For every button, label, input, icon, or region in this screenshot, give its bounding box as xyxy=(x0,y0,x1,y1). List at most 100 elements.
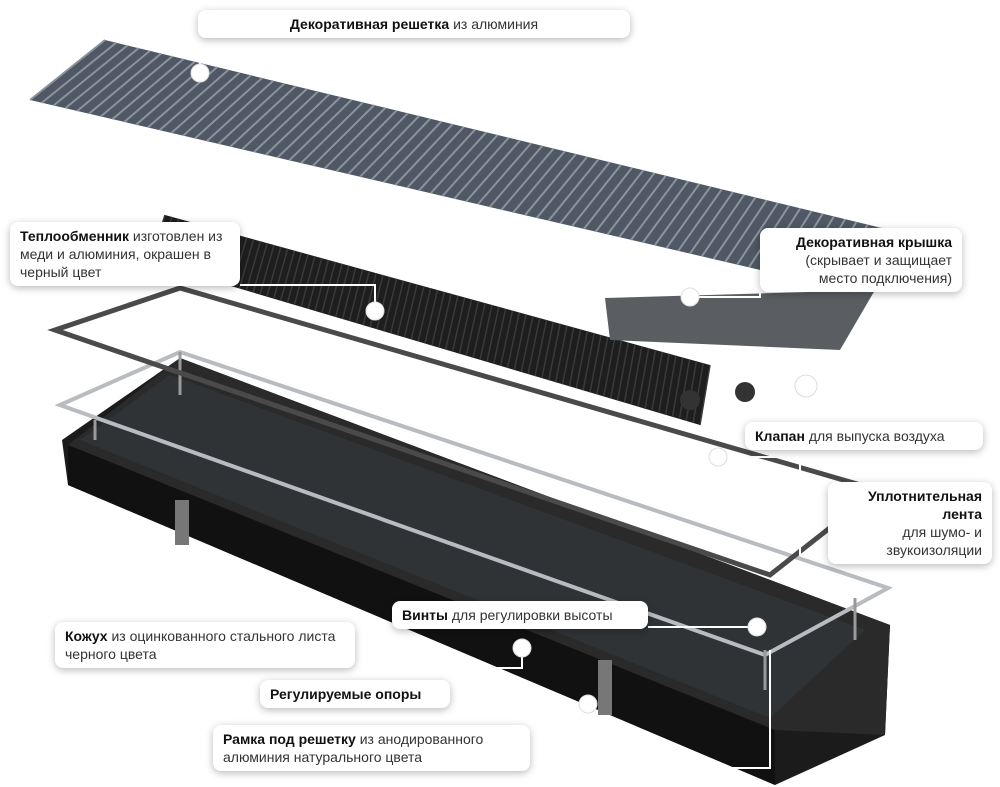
exchanger-fin xyxy=(561,327,575,385)
label-text: из анодированного алюминия натурального … xyxy=(223,731,484,765)
grille-slat xyxy=(182,74,252,137)
aluminium-frame xyxy=(54,349,893,658)
grille-slat xyxy=(689,191,734,255)
grille-slat xyxy=(571,164,622,227)
label-supports: Регулируемые опоры xyxy=(260,680,450,708)
exchanger-fin xyxy=(307,257,323,310)
exchanger-fin xyxy=(417,287,432,342)
label-text: из оцинкованного стального листа черного… xyxy=(65,628,336,662)
grille-slat xyxy=(29,39,106,101)
exchanger-fin xyxy=(513,314,527,371)
grille-slat xyxy=(371,118,431,181)
grille-slat xyxy=(158,69,230,131)
exchanger-fin xyxy=(451,297,466,352)
exchanger-fin xyxy=(376,276,391,330)
grille-slat xyxy=(394,123,454,186)
exchanger-fin xyxy=(541,321,555,379)
grille-slat xyxy=(465,139,521,203)
grille-slat xyxy=(323,107,387,170)
exchanger-fin xyxy=(444,295,459,350)
grille-slat xyxy=(406,126,465,189)
grille-slat xyxy=(382,120,443,183)
grille-slat xyxy=(653,183,701,246)
grille-slat xyxy=(429,131,488,194)
label-title: Клапан xyxy=(755,428,805,444)
grille-slat xyxy=(559,161,611,225)
exchanger-fin xyxy=(554,325,568,383)
grille-slat xyxy=(88,52,162,115)
grille-slat xyxy=(276,96,342,159)
exchanger-fin xyxy=(266,246,282,297)
grille-slat xyxy=(618,175,667,238)
label-valve: Клапан для выпуска воздуха xyxy=(745,422,983,450)
label-title: Рамка под решетку xyxy=(223,731,356,747)
grille-slat xyxy=(253,90,319,153)
grille-slat xyxy=(52,44,129,107)
exchanger-fin xyxy=(410,286,425,340)
grille-slat xyxy=(700,194,746,257)
exchanger-fin xyxy=(658,353,670,413)
grille-slat xyxy=(583,166,633,230)
label-title: Винты xyxy=(402,607,448,623)
label-text: изготовлен из меди и алюминия, окрашен в… xyxy=(20,228,223,280)
exchanger-fin xyxy=(279,250,296,301)
grille-slat xyxy=(724,199,768,263)
exchanger-fin xyxy=(644,349,657,409)
leader-lines xyxy=(199,34,856,769)
grille-slat xyxy=(630,177,678,241)
grille-slat xyxy=(265,93,330,156)
grille-slat xyxy=(736,202,779,266)
grille-slat xyxy=(359,115,420,178)
exchanger-fin xyxy=(334,265,350,318)
grille-slat xyxy=(241,88,308,151)
supports xyxy=(175,500,612,715)
exchanger-fin xyxy=(534,319,548,377)
grille-slat xyxy=(418,128,476,192)
grille-slat xyxy=(512,150,566,214)
exchanger-fin xyxy=(328,263,343,316)
exchanger-fin xyxy=(520,316,534,373)
exchanger-fin xyxy=(692,363,704,424)
grille-slat xyxy=(677,188,723,252)
label-casing: Кожух из оцинкованного стального листа ч… xyxy=(55,622,355,668)
grille-slat xyxy=(300,101,364,164)
grille-slat xyxy=(642,180,689,244)
exchanger-fin xyxy=(259,244,275,295)
exchanger-fin xyxy=(286,252,302,303)
exchanger-fin xyxy=(355,271,371,324)
exchanger-fin xyxy=(348,269,364,322)
exchanger-fin xyxy=(596,336,609,395)
grille-slat xyxy=(547,158,600,222)
label-frame: Рамка под решетку из анодированного алюм… xyxy=(213,725,530,771)
exchanger-fin xyxy=(575,331,589,389)
label-cover: Декоративная крышка(скрывает и защищает … xyxy=(760,228,962,292)
exchanger-fin xyxy=(458,299,473,354)
exchanger-fin xyxy=(671,357,684,417)
exchanger-fin xyxy=(293,254,309,305)
exchanger-fin xyxy=(479,304,493,360)
exchanger-fin xyxy=(603,338,616,397)
grille-slat xyxy=(536,156,588,219)
exchanger-fin xyxy=(486,306,500,362)
exchanger-fin xyxy=(499,310,514,367)
exchanger-fin xyxy=(431,291,446,346)
grille-slat xyxy=(500,147,555,211)
marker-dots xyxy=(190,63,818,714)
exchanger-fin xyxy=(245,241,262,291)
exchanger-fin xyxy=(699,364,711,426)
grille-slat xyxy=(123,60,196,123)
label-title: Декоративная решетка xyxy=(289,16,450,32)
exchanger-fin xyxy=(678,359,691,420)
label-text: для шумо- и звукоизоляции xyxy=(886,524,982,558)
label-title: Кожух xyxy=(65,628,108,644)
exchanger-fin xyxy=(506,312,520,369)
decorative-grille xyxy=(29,39,891,293)
label-text: из алюминия xyxy=(449,16,539,32)
grille-slat xyxy=(100,55,173,118)
grille-slat xyxy=(170,71,241,134)
grille-slat xyxy=(206,79,274,142)
label-grille: Декоративная решетка из алюминия xyxy=(198,10,630,38)
exchanger-fin xyxy=(465,301,480,356)
